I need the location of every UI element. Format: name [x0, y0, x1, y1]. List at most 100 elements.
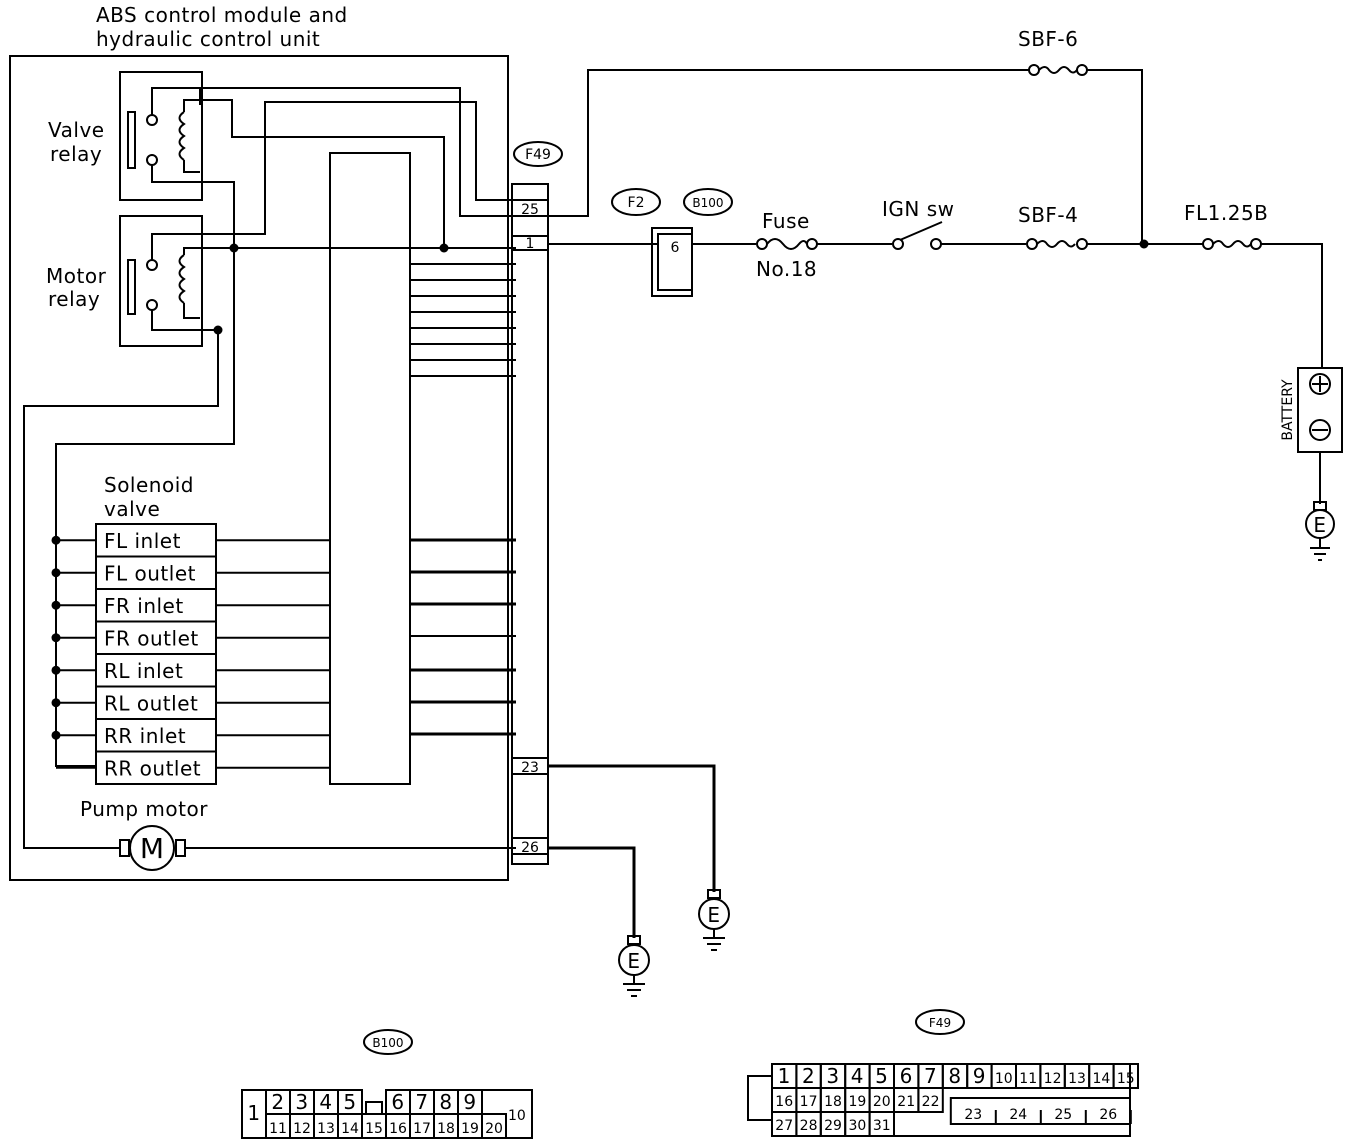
motor-relay-label-line1: Motor — [46, 264, 107, 288]
f49-pin: 30 — [848, 1118, 866, 1134]
fuse18 — [756, 238, 818, 250]
b100-pin: 17 — [413, 1121, 431, 1137]
b100-pin-1: 1 — [247, 1101, 260, 1125]
f49-pin: 4 — [851, 1064, 864, 1088]
f49-pin: 23 — [964, 1107, 982, 1123]
solenoid-valve-label: FL outlet — [104, 562, 196, 586]
b100-pinout-tag — [363, 1029, 413, 1055]
fuse18-label-line1: Fuse — [762, 209, 810, 233]
ground-pin23-label: E — [707, 903, 720, 927]
ground-pin23: E — [698, 889, 730, 951]
f49-pin: 31 — [873, 1118, 891, 1134]
f49-pin: 3 — [826, 1064, 839, 1088]
solenoid-title-line1: Solenoid — [104, 473, 194, 497]
solenoid-title-line2: valve — [104, 497, 160, 521]
motor-relay-coil — [178, 254, 186, 304]
f49-pin: 13 — [1068, 1071, 1086, 1087]
b100-pin-10: 10 — [508, 1108, 526, 1124]
pump-motor-label: Pump motor — [80, 797, 208, 821]
fl125b-fuse — [1202, 238, 1262, 250]
ground-pin26: E — [618, 935, 650, 997]
f49-pin: 29 — [824, 1118, 842, 1134]
sbf4-label: SBF-4 — [1018, 203, 1078, 227]
b100-pin: 5 — [343, 1090, 356, 1114]
f49-pin-23: 23 — [521, 760, 539, 776]
module-title-line2: hydraulic control unit — [96, 27, 320, 51]
valve-relay-label-line2: relay — [50, 142, 102, 166]
pump-motor: M — [119, 825, 516, 871]
f49-pin: 27 — [775, 1118, 793, 1134]
b100-pin: 9 — [463, 1090, 476, 1114]
valve-relay-label-line1: Valve — [48, 118, 105, 142]
f49-pin: 18 — [824, 1094, 842, 1110]
b100-pin: 8 — [439, 1090, 452, 1114]
valve-relay-coil — [178, 111, 186, 161]
b100-pin: 13 — [317, 1121, 335, 1137]
f49-pin: 12 — [1044, 1071, 1062, 1087]
solenoid-valve: RR outlet — [56, 750, 330, 785]
solenoid-valve-label: FL inlet — [104, 529, 181, 553]
control-block — [329, 152, 411, 785]
f49-pin: 8 — [948, 1064, 961, 1088]
ign-switch — [892, 221, 943, 250]
b100-pin: 18 — [437, 1121, 455, 1137]
module-title-line1: ABS control module and — [96, 3, 348, 27]
b100-pin: 3 — [295, 1090, 308, 1114]
f49-pinout-tag — [915, 1009, 965, 1035]
connector-pin6: 6 — [671, 240, 680, 256]
b100-pin: 14 — [341, 1121, 359, 1137]
f49-pin: 20 — [873, 1094, 891, 1110]
sbf4-fuse — [1026, 238, 1088, 250]
valve-relay — [119, 71, 445, 248]
b100-pin: 4 — [319, 1090, 332, 1114]
ign-switch-label: IGN sw — [882, 197, 955, 221]
motor-relay — [23, 101, 516, 849]
solenoid-valve: RL inlet — [51, 653, 330, 688]
pump-motor-symbol: M — [140, 832, 164, 865]
solenoid-valve: FL outlet — [51, 555, 330, 590]
b100-pin: 15 — [365, 1121, 383, 1137]
valve-relay-box — [119, 71, 203, 201]
f49-pin: 19 — [848, 1094, 866, 1110]
solenoid-valve-label: FR outlet — [104, 627, 199, 651]
b100-pin: 12 — [293, 1121, 311, 1137]
solenoid-valve-label: RR inlet — [104, 724, 186, 748]
solenoid-valve: RL outlet — [51, 685, 330, 720]
battery-ground-label: E — [1313, 513, 1326, 537]
b100-pin: 19 — [461, 1121, 479, 1137]
f49-pin: 11 — [1019, 1071, 1037, 1087]
f49-tag-text: F49 — [525, 147, 551, 163]
b100-pinout-label: B100 — [372, 1036, 403, 1050]
f49-pin: 25 — [1054, 1107, 1072, 1123]
motor-relay-box — [119, 215, 203, 347]
f49-connector-tag — [513, 141, 563, 167]
f49-pin: 17 — [800, 1094, 818, 1110]
f2-connector-tag — [611, 188, 661, 216]
abs-module-frame — [9, 55, 509, 881]
fuse18-label-line2: No.18 — [756, 257, 817, 281]
f49-pin-1: 1 — [526, 236, 535, 252]
f49-pin: 5 — [875, 1064, 888, 1088]
f49-pin: 2 — [802, 1064, 815, 1088]
control-bus-lines — [410, 263, 516, 736]
f49-pin-25: 25 — [521, 202, 539, 218]
solenoid-valve-label: RR outlet — [104, 757, 201, 781]
b100-pin: 6 — [391, 1090, 404, 1114]
f49-pin: 15 — [1117, 1071, 1135, 1087]
f49-pin: 10 — [995, 1071, 1013, 1087]
solenoid-valve: FR outlet — [51, 620, 330, 655]
f49-pin-26: 26 — [521, 840, 539, 856]
f49-pin: 7 — [924, 1064, 937, 1088]
solenoid-valve-label: FR inlet — [104, 594, 184, 618]
solenoid-valve-label: RL outlet — [104, 692, 198, 716]
b100-pin: 11 — [269, 1121, 287, 1137]
solenoid-valve: RR inlet — [51, 718, 330, 753]
b100-pin: 2 — [271, 1090, 284, 1114]
f49-pinout-label: F49 — [929, 1016, 951, 1030]
f49-pin: 26 — [1099, 1107, 1117, 1123]
fl125b-label: FL1.25B — [1184, 201, 1268, 225]
